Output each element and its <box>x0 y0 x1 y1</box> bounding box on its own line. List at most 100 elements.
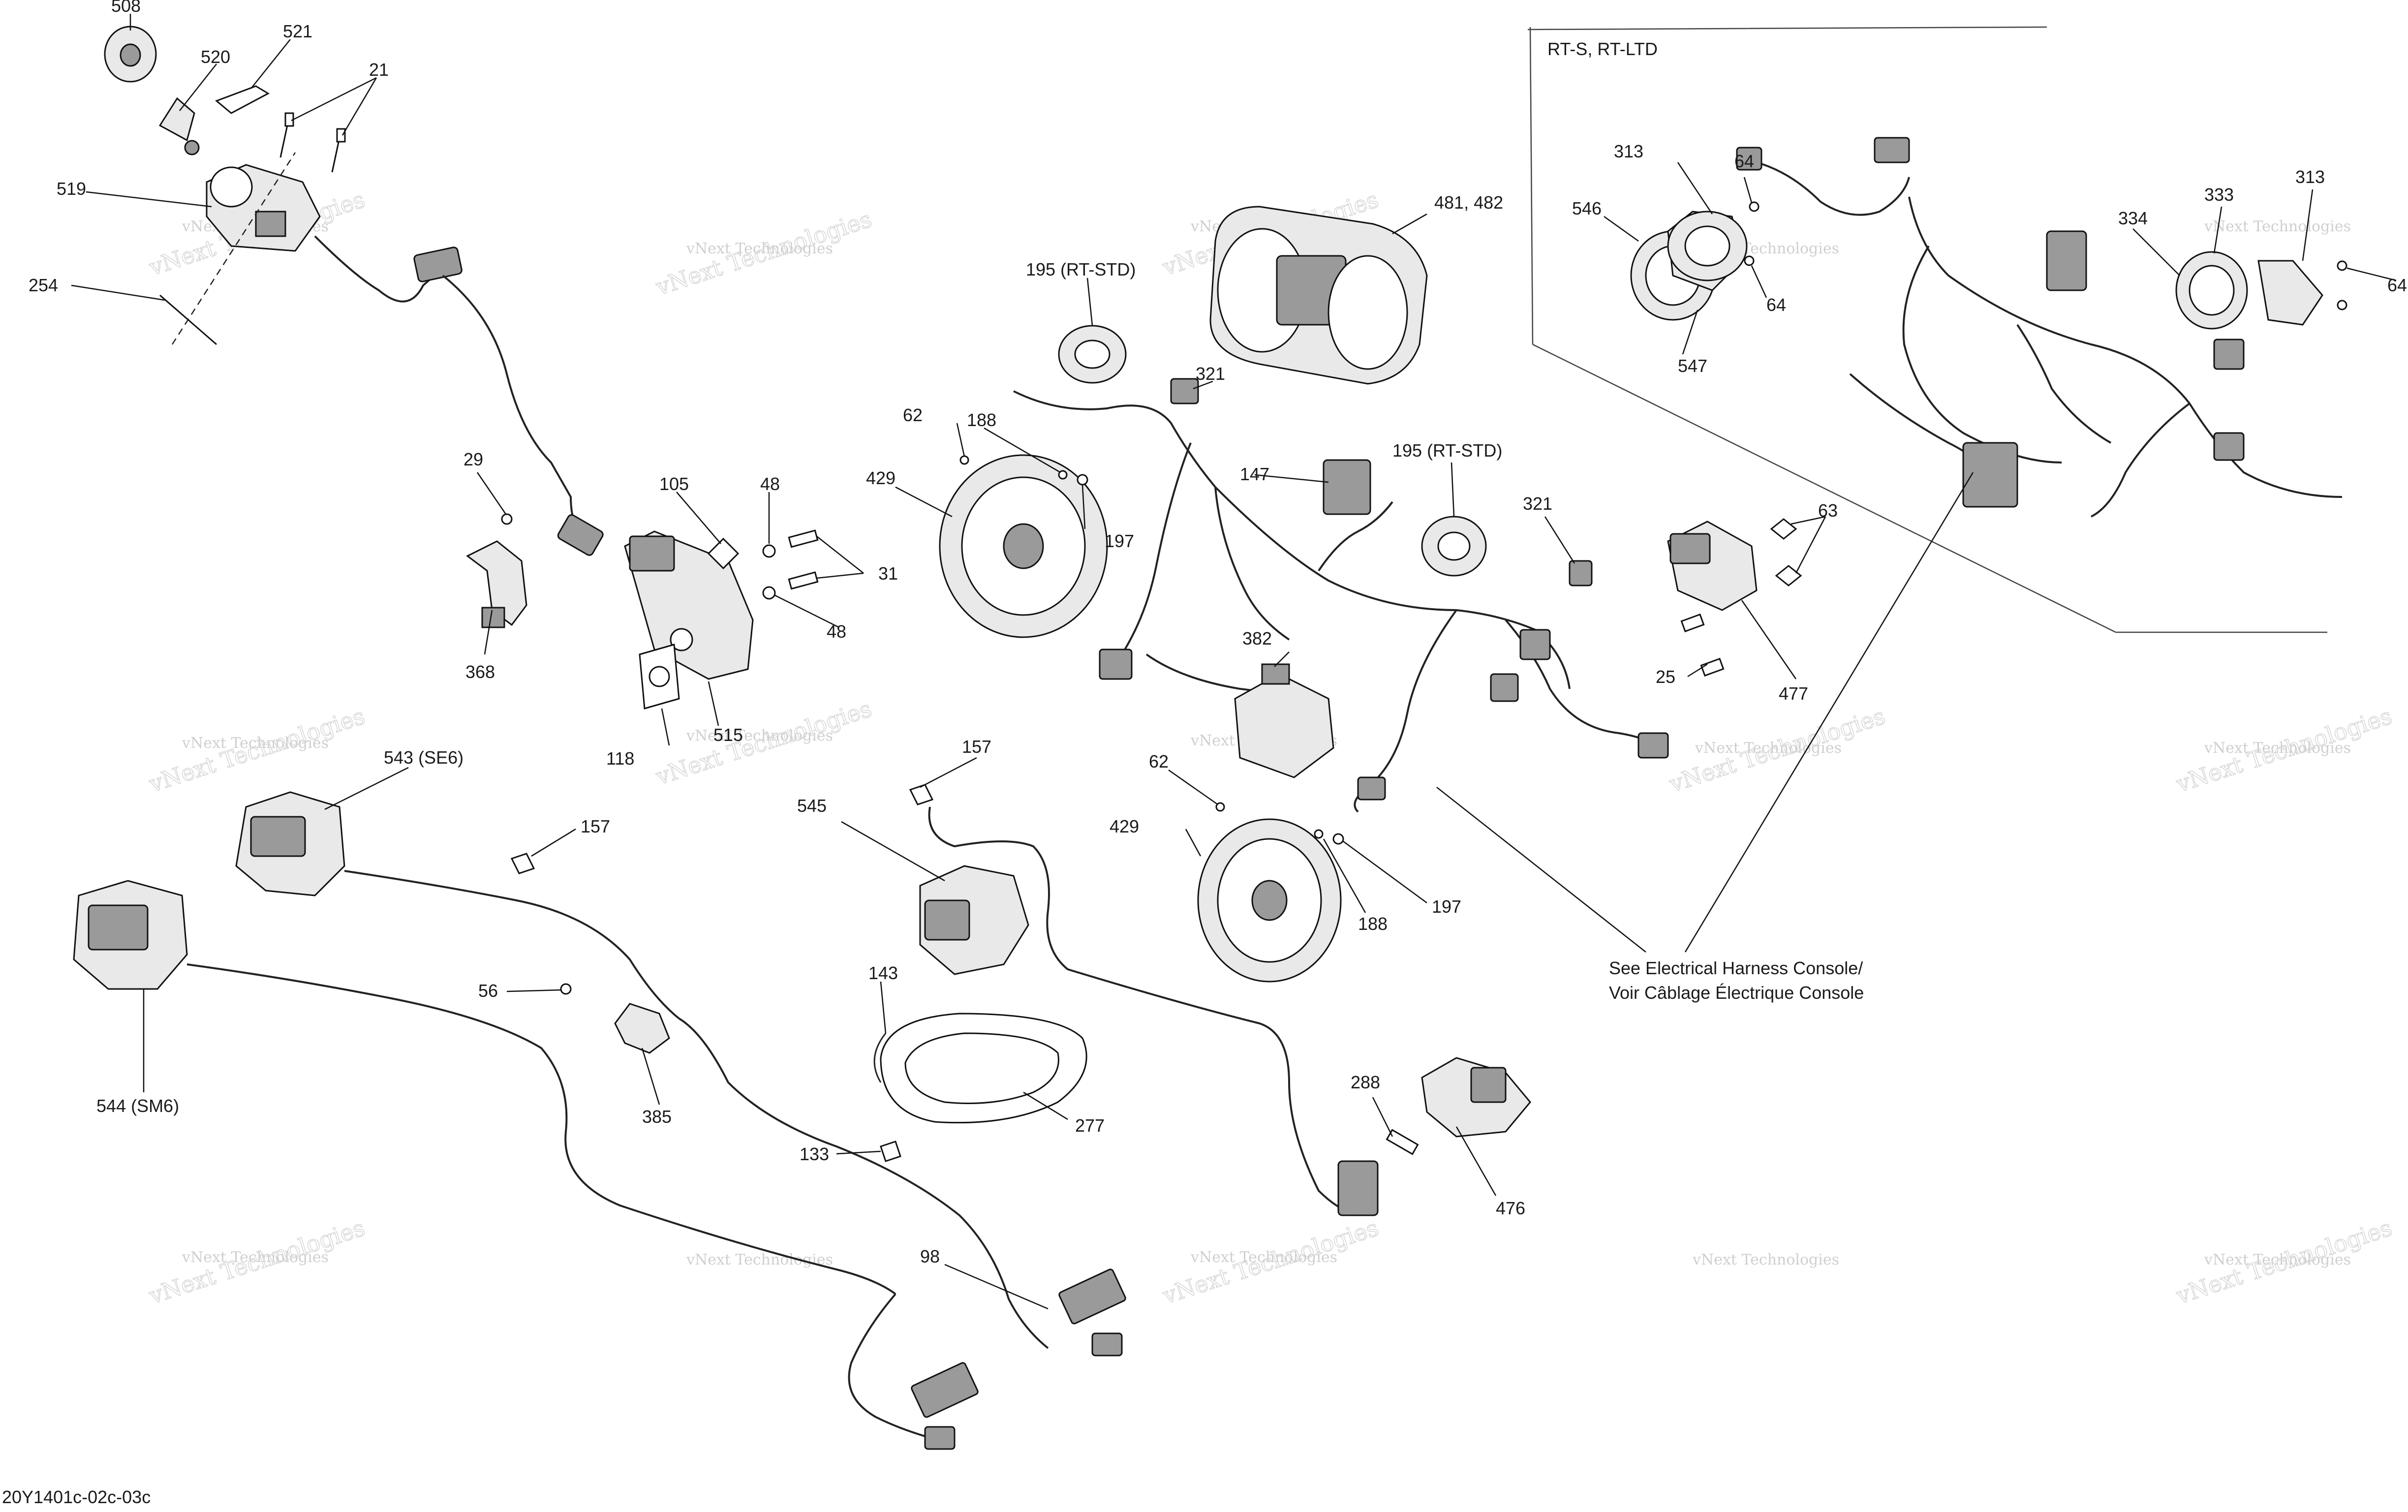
callout-48b: 48 <box>827 621 846 642</box>
main-harness-147 <box>1013 378 1669 813</box>
leader-368 <box>484 610 493 655</box>
leader-546 <box>1604 216 1639 242</box>
leader-521 <box>250 39 291 89</box>
leader-25 <box>1687 663 1708 678</box>
callout-477: 477 <box>1779 683 1808 704</box>
inset-connector-e <box>2213 432 2245 461</box>
watermark: vNext Technologies <box>2204 740 2351 757</box>
leader-543 <box>324 767 409 810</box>
callout-21: 21 <box>369 60 389 80</box>
bracket-assembly-368 <box>466 513 527 628</box>
callout-157b: 157 <box>581 816 610 836</box>
inset-connector-a <box>1736 147 1762 171</box>
part-543-buttons <box>250 816 306 857</box>
inset-connector-d <box>2213 339 2245 370</box>
part-545-buttons <box>924 899 970 941</box>
bolt-31a <box>788 529 819 548</box>
callout-197b: 197 <box>1432 896 1461 917</box>
screw-21b-head <box>336 128 346 143</box>
part-519-lock <box>210 166 253 208</box>
screw-64a <box>1749 201 1760 212</box>
bracket-assembly-477 <box>1667 518 1802 677</box>
callout-544: 544 (SM6) <box>96 1096 179 1116</box>
callout-64a: 64 <box>1734 151 1754 171</box>
callout-546: 546 <box>1572 198 1602 218</box>
part-520 <box>158 97 195 142</box>
ignition-switch-assembly <box>104 26 604 556</box>
part-277-inner <box>904 1032 1059 1104</box>
screw-62a <box>959 455 969 465</box>
callout-29: 29 <box>463 449 483 469</box>
callout-313b: 313 <box>2295 167 2325 187</box>
screw-25b <box>1700 657 1725 677</box>
leader-lines <box>71 14 2397 1310</box>
part-313b <box>2257 260 2323 326</box>
part-313a-center <box>1684 225 1730 267</box>
ignition-connector <box>413 247 463 282</box>
inset-frame-left <box>1529 27 1534 345</box>
leader-157b <box>531 828 576 857</box>
leader-429a <box>895 486 953 518</box>
callout-382: 382 <box>1242 628 1272 648</box>
part-544-buttons <box>88 904 149 951</box>
leader-21b <box>341 77 377 136</box>
speaker-429-lower <box>1197 802 1344 983</box>
watermark: vNext Technologies <box>2204 1251 2351 1268</box>
inset-frame: RT-S, RT-LTD <box>1528 26 2327 633</box>
callout-521: 521 <box>283 21 312 41</box>
clip-63a <box>1770 518 1797 540</box>
callout-62a: 62 <box>903 405 923 425</box>
callout-385: 385 <box>642 1107 672 1127</box>
leader-105 <box>676 492 721 544</box>
callout-133: 133 <box>800 1144 829 1164</box>
part-515-connector <box>629 535 675 572</box>
leader-147 <box>1254 474 1329 483</box>
callout-368: 368 <box>465 662 495 682</box>
leader-288 <box>1372 1097 1393 1137</box>
washer-197b <box>1332 833 1344 845</box>
note-line-2: Voir Câblage Électrique Console <box>1609 983 1864 1003</box>
watermark: vNext Technologies <box>686 727 833 744</box>
harness-branch-c <box>1318 501 1393 572</box>
instrument-cluster-481-482 <box>1209 206 1428 385</box>
inset-frame-diagonal <box>1532 343 2116 633</box>
leader-385 <box>641 1048 660 1105</box>
controller-545 <box>919 806 1379 1216</box>
leader-477 <box>1741 600 1797 679</box>
leader-64a <box>1743 177 1753 203</box>
part-195b-center <box>1437 531 1471 561</box>
clip-157b <box>510 853 535 874</box>
module-382 <box>1234 663 1334 778</box>
callout-520: 520 <box>201 47 230 67</box>
inset-frame-top <box>1528 26 2047 31</box>
leader-48b <box>774 594 839 628</box>
screw-64d <box>2337 300 2347 310</box>
leader-64c <box>2346 267 2397 281</box>
callout-64c: 64 <box>2387 275 2407 295</box>
leader-520 <box>179 63 217 111</box>
callout-277: 277 <box>1075 1115 1105 1136</box>
callout-321b: 321 <box>1523 494 1552 514</box>
part-321b <box>1569 560 1593 586</box>
watermark: vNext Technologies <box>146 1214 368 1309</box>
harness-connector-c <box>1637 732 1669 759</box>
callout-64b: 64 <box>1766 295 1786 315</box>
leader-547 <box>1682 309 1698 355</box>
controller-543-cable <box>344 870 680 1019</box>
bolt-31b <box>788 571 819 590</box>
leader-382 <box>1274 651 1290 667</box>
connector-98a <box>1058 1268 1126 1325</box>
leader-143 <box>880 981 887 1034</box>
callout-195b: 195 (RT-STD) <box>1392 440 1502 461</box>
clip-133 <box>880 1141 901 1162</box>
callout-195a: 195 (RT-STD) <box>1026 259 1136 279</box>
leader-133 <box>836 1150 881 1155</box>
screw-21b <box>331 137 340 173</box>
controller-544 <box>73 880 896 1295</box>
cover-195-lower <box>1421 516 1487 577</box>
watermark: vNext Technologies <box>652 695 875 790</box>
leader-515 <box>708 681 719 726</box>
watermark: vNext Technologies <box>182 735 329 752</box>
washer-48a <box>762 544 776 558</box>
part-476-block <box>1470 1067 1507 1103</box>
